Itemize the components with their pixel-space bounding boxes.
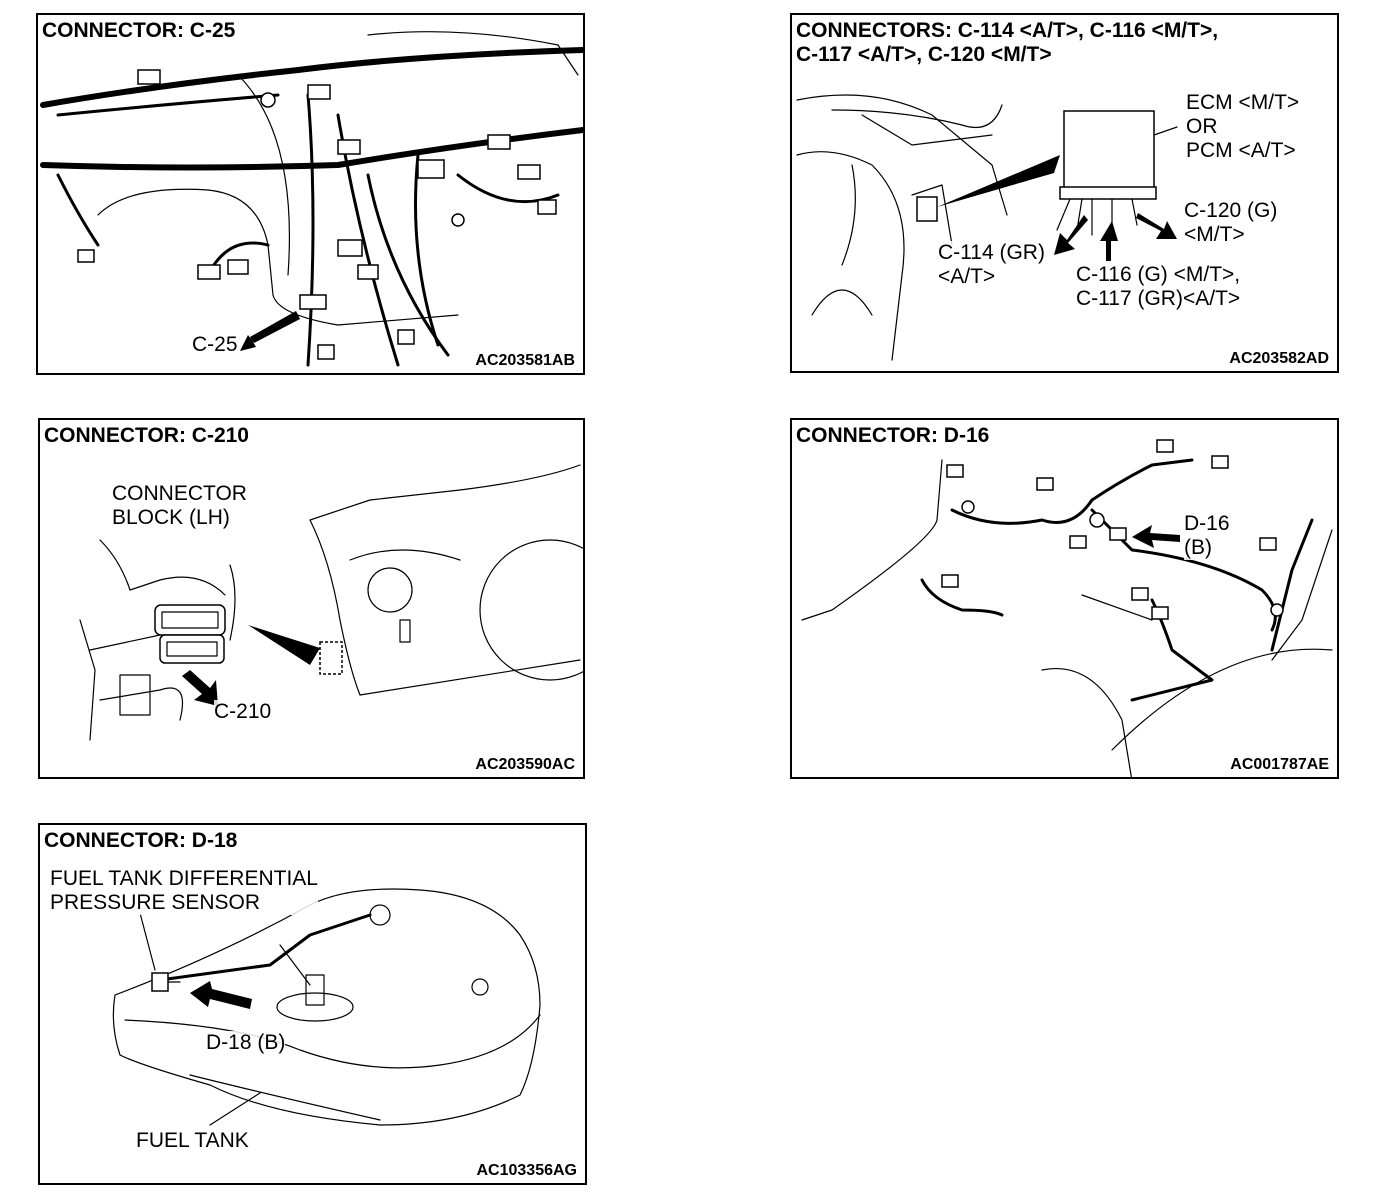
panel-title: CONNECTOR: C-210 (44, 424, 249, 447)
panel-title: CONNECTORS: C-114 <A/T>, C-116 <M/T>, C-… (796, 19, 1219, 66)
callout-fuel-tank: FUEL TANK (136, 1129, 249, 1153)
callout-d16: D-16 (B) (1184, 512, 1230, 560)
callout-c116-c117: C-116 (G) <M/T>, C-117 (GR)<A/T> (1076, 263, 1241, 311)
fuel-tank-illustration (112, 888, 541, 1126)
ecm-pcm-illustration (796, 94, 1178, 361)
figure-code: AC203581AB (475, 352, 575, 369)
panel-connector-d18: CONNECTOR: D-18 FUEL TANK DIFFERENTIAL P… (38, 823, 587, 1185)
callout-c120: C-120 (G) <M/T> (1184, 199, 1278, 247)
figure-code: AC103356AG (476, 1162, 578, 1179)
panel-connector-c25: CONNECTOR: C-25 C-25 AC203581AB (36, 13, 585, 375)
figure-code: AC001787AE (1230, 756, 1329, 773)
figure-code: AC203582AD (1229, 350, 1329, 367)
figure-code: AC203590AC (475, 756, 575, 773)
callout-c114: C-114 (GR) <A/T> (938, 241, 1045, 289)
panel-connector-d16: CONNECTOR: D-16 D-16 (B) AC001787AE (790, 418, 1339, 779)
callout-c210: C-210 (214, 700, 272, 724)
panel-title: CONNECTOR: D-18 (44, 829, 238, 852)
panel-title: CONNECTOR: D-16 (796, 424, 990, 447)
connector-block-illustration (79, 464, 583, 741)
panel-title: CONNECTOR: C-25 (42, 19, 236, 42)
panel-connectors-c114-c116-c117-c120: CONNECTORS: C-114 <A/T>, C-116 <M/T>, C-… (790, 13, 1339, 373)
floor-harness-illustration (801, 439, 1333, 777)
callout-pressure-sensor: FUEL TANK DIFFERENTIAL PRESSURE SENSOR (50, 867, 318, 915)
panel-connector-c210: CONNECTOR: C-210 CONNECTOR BLOCK (LH) C-… (38, 418, 585, 779)
wiring-harness-illustration (40, 31, 583, 367)
callout-ecm-pcm: ECM <M/T> OR PCM <A/T> (1186, 91, 1300, 163)
callout-c25: C-25 (192, 333, 238, 357)
callout-d18: D-18 (B) (206, 1031, 286, 1055)
callout-connector-block: CONNECTOR BLOCK (LH) (112, 482, 247, 530)
